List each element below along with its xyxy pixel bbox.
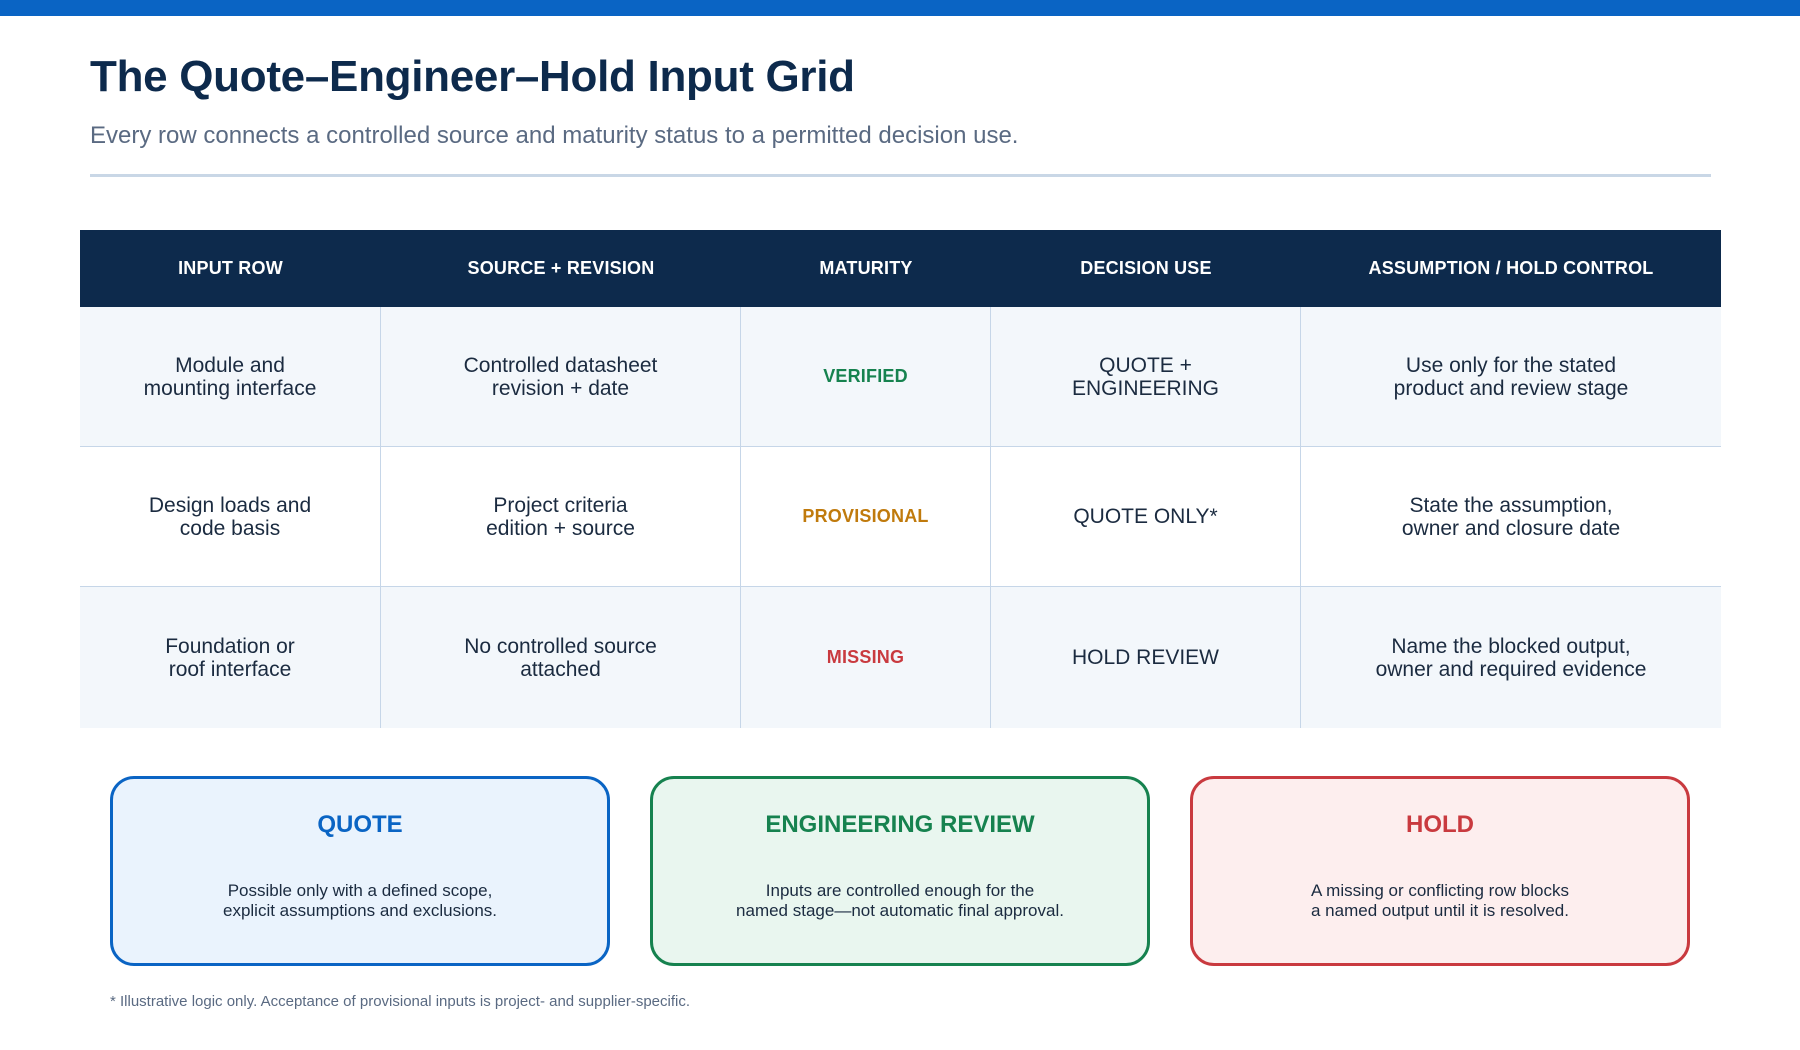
top-accent-bar [0, 0, 1800, 16]
assumption-hold-control-cell: State the assumption, owner and closure … [1401, 493, 1621, 540]
source-revision-cell: Controlled datasheet revision + date [381, 307, 741, 446]
legend-text-hold: A missing or conflicting row blocks a na… [1311, 881, 1569, 920]
assumption-hold-control-cell: Use only for the stated product and revi… [1393, 353, 1629, 400]
legend-title-engineering-review: ENGINEERING REVIEW [765, 811, 1035, 838]
legend-text-quote: Possible only with a defined scope, expl… [222, 881, 498, 920]
maturity-cell: PROVISIONAL [741, 447, 991, 586]
maturity-status-verified: VERIFIED [823, 366, 908, 386]
header-divider [90, 174, 1711, 177]
maturity-status-missing: MISSING [826, 647, 905, 667]
input-row-cell: Design loads and code basis [80, 447, 381, 586]
legend-card-hold: HOLD A missing or conflicting row blocks… [1190, 776, 1690, 966]
table-row: Foundation or roof interface No controll… [80, 587, 1721, 728]
table-row: Module and mounting interface Controlled… [80, 307, 1721, 447]
legend-text-engineering-review: Inputs are controlled enough for the nam… [736, 881, 1064, 920]
maturity-cell: MISSING [741, 587, 991, 728]
legend-title-quote: QUOTE [317, 811, 403, 838]
legend-title-hold: HOLD [1406, 811, 1474, 838]
column-header-decision-use: DECISION USE [1080, 258, 1212, 278]
table-row: Design loads and code basis Project crit… [80, 447, 1721, 587]
assumption-hold-control-cell: Name the blocked output, owner and requi… [1375, 634, 1647, 681]
input-row-cell: Module and mounting interface [80, 307, 381, 446]
source-revision-cell: Project criteria edition + source [381, 447, 741, 586]
maturity-status-provisional: PROVISIONAL [802, 506, 929, 526]
decision-use-cell: QUOTE + ENGINEERING [991, 307, 1301, 446]
column-header-maturity: MATURITY [819, 258, 913, 278]
page-subtitle: Every row connects a controlled source a… [90, 122, 1019, 149]
input-grid-table: INPUT ROW SOURCE + REVISION MATURITY DEC… [80, 230, 1721, 728]
decision-use-cell: QUOTE ONLY* [991, 447, 1301, 586]
input-row-cell: Foundation or roof interface [80, 587, 381, 728]
legend-card-engineering-review: ENGINEERING REVIEW Inputs are controlled… [650, 776, 1150, 966]
legend-card-quote: QUOTE Possible only with a defined scope… [110, 776, 610, 966]
decision-use-cell: HOLD REVIEW [991, 587, 1301, 728]
maturity-cell: VERIFIED [741, 307, 991, 446]
source-revision-cell: No controlled source attached [381, 587, 741, 728]
column-header-assumption-hold-control: ASSUMPTION / HOLD CONTROL [1368, 258, 1654, 278]
column-header-source-revision: SOURCE + REVISION [467, 258, 655, 278]
page-title: The Quote–Engineer–Hold Input Grid [90, 52, 855, 101]
column-header-input-row: INPUT ROW [178, 258, 283, 278]
table-header-row: INPUT ROW SOURCE + REVISION MATURITY DEC… [80, 230, 1721, 307]
footnote: * Illustrative logic only. Acceptance of… [110, 993, 691, 1010]
